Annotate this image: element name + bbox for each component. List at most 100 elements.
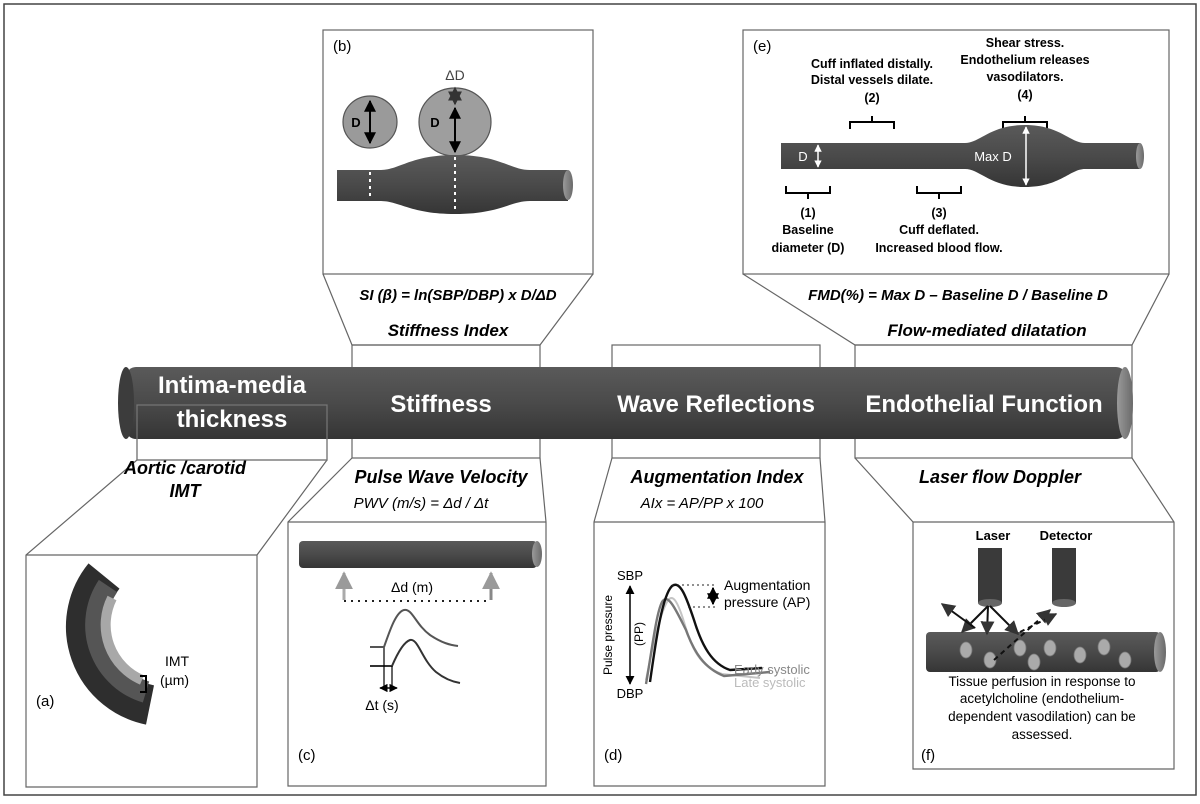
panel-e-step3-1: Cuff deflated.	[899, 223, 979, 237]
panel-b-title: Stiffness Index	[388, 321, 510, 340]
panel-d-dbp: DBP	[617, 686, 644, 701]
panel-b-vessel-cap	[563, 170, 573, 200]
panel-d-letter: (d)	[604, 747, 622, 764]
panel-f-cell	[1118, 651, 1132, 669]
panel-e-vessel-cap	[1136, 143, 1144, 169]
panel-e-bracket-3	[916, 186, 962, 199]
panel-f-cell	[1027, 653, 1041, 671]
panel-d-curve-early	[644, 598, 771, 685]
panel-c-letter: (c)	[298, 747, 316, 764]
panel-f-laser-beams	[940, 603, 1019, 636]
main-vessel: Intima-media thickness Stiffness Wave Re…	[118, 367, 1133, 461]
panel-f-caption-4: assessed.	[1012, 727, 1073, 742]
panel-e-step3-2: Increased blood flow.	[875, 241, 1002, 255]
frame-c	[287, 457, 547, 787]
panel-f-vessel-cap	[1154, 632, 1166, 672]
main-vessel-right-cap	[1117, 367, 1133, 439]
panel-c: Pulse Wave Velocity PWV (m/s) = Δd / Δt …	[298, 467, 542, 764]
panel-d-pp-label: Pulse pressure	[601, 595, 615, 675]
panel-b: (b) ΔD D D SI (β) = ln(SBP/DBP) x D/ΔD S…	[333, 38, 573, 340]
panel-e-step4-2: Endothelium releases	[960, 53, 1089, 67]
panel-d-pp-abbr: (PP)	[632, 622, 646, 646]
vessel-label-imt-1: Intima-media	[158, 372, 307, 399]
panel-f-cells	[959, 638, 1132, 671]
panel-f-laser-body	[978, 548, 1002, 603]
panel-d-sbp: SBP	[617, 568, 643, 583]
panel-c-formula: PWV (m/s) = Δd / Δt	[354, 495, 490, 512]
panel-f-letter: (f)	[921, 747, 935, 764]
panel-f-cell	[959, 641, 973, 659]
panel-e-step4-3: vasodilators.	[986, 70, 1063, 84]
panel-f-detector-body	[1052, 548, 1076, 603]
panel-d-curve-main	[648, 583, 763, 683]
panel-f: Laser flow Doppler Laser Detector	[919, 467, 1166, 764]
panel-c-delta-t: Δt (s)	[365, 697, 398, 713]
panel-d-title: Augmentation Index	[629, 467, 804, 487]
vessel-label-stiffness: Stiffness	[390, 391, 491, 418]
panel-f-beam	[989, 605, 1019, 635]
panel-f-beam	[980, 605, 995, 636]
panel-e-bracket-4	[1002, 116, 1048, 129]
panel-d-late: Late systolic	[734, 675, 806, 690]
vessel-label-wave: Wave Reflections	[617, 391, 815, 418]
vessel-label-imt-2: thickness	[177, 406, 288, 433]
panel-e-step3-num: (3)	[931, 206, 946, 220]
panel-e-title: Flow-mediated dilatation	[887, 321, 1086, 340]
panel-f-caption-3: dependent vasodilation) can be	[948, 709, 1136, 724]
panel-f-cell	[1097, 638, 1111, 656]
panel-e-bracket-2	[849, 116, 895, 129]
imt-arc-inner	[100, 595, 145, 685]
panel-f-detector: Detector	[1040, 528, 1093, 543]
panel-b-letter: (b)	[333, 38, 351, 55]
panel-e-vessel	[781, 125, 1140, 187]
panel-e-step4-1: Shear stress.	[986, 36, 1065, 50]
panel-e-step2-2: Distal vessels dilate.	[811, 73, 933, 87]
panel-a-title-1: Aortic /carotid	[123, 458, 247, 478]
frame-b-box	[322, 29, 594, 275]
main-vessel-left-end	[118, 367, 134, 439]
panel-f-scatter-beam	[993, 609, 1052, 661]
panel-d-aug-2: pressure (AP)	[724, 594, 810, 610]
panel-a-imt-label-2: (µm)	[160, 672, 189, 688]
panel-e: (e) Cuff inflated distally. Distal vesse…	[753, 36, 1144, 340]
imt-arc-middle	[85, 579, 150, 703]
panel-e-step2-1: Cuff inflated distally.	[811, 57, 933, 71]
panel-a-title-2: IMT	[170, 481, 203, 501]
panel-f-cell	[1013, 639, 1027, 657]
panel-e-formula: FMD(%) = Max D – Baseline D / Baseline D	[808, 287, 1108, 304]
panel-c-title: Pulse Wave Velocity	[354, 467, 528, 487]
outer-frame	[3, 3, 1197, 796]
panel-e-d: D	[798, 149, 807, 164]
vessel-label-endothelial: Endothelial Function	[865, 391, 1102, 418]
panel-f-beam	[961, 605, 989, 633]
panel-d-aug-1: Augmentation	[724, 577, 810, 593]
panel-f-caption-2: acetylcholine (endothelium-	[960, 691, 1124, 706]
panel-f-caption-1: Tissue perfusion in response to	[948, 674, 1135, 689]
frame-f	[854, 457, 1175, 770]
panel-e-max-d: Max D	[974, 149, 1012, 164]
panel-e-step4-num: (4)	[1017, 88, 1032, 102]
panel-f-cell	[1043, 639, 1057, 657]
panel-f-scatter-beam	[1019, 613, 1058, 633]
frame-a	[25, 459, 328, 788]
panel-c-delta-d: Δd (m)	[391, 579, 433, 595]
panel-a: Aortic /carotid IMT IMT (µm) (a)	[36, 458, 247, 725]
panel-a-imt-label-1: IMT	[165, 653, 190, 669]
panel-a-letter: (a)	[36, 693, 54, 710]
panel-e-step1-1: Baseline	[782, 223, 833, 237]
panel-b-delta-d: ΔD	[445, 67, 464, 83]
panel-b-d-small: D	[351, 115, 360, 130]
panel-f-detector-tip	[1052, 599, 1076, 607]
panel-c-vessel	[299, 541, 537, 568]
frame-e-box	[742, 29, 1170, 275]
panel-e-step1-num: (1)	[800, 206, 815, 220]
panel-f-cell	[983, 651, 997, 669]
panel-f-scatter	[993, 609, 1058, 661]
panel-e-step2-num: (2)	[864, 91, 879, 105]
panel-f-laser-tip	[978, 599, 1002, 607]
panel-b-vessel	[337, 155, 568, 214]
panel-c-vessel-cap	[532, 541, 542, 567]
panel-b-formula: SI (β) = ln(SBP/DBP) x D/ΔD	[359, 287, 556, 304]
